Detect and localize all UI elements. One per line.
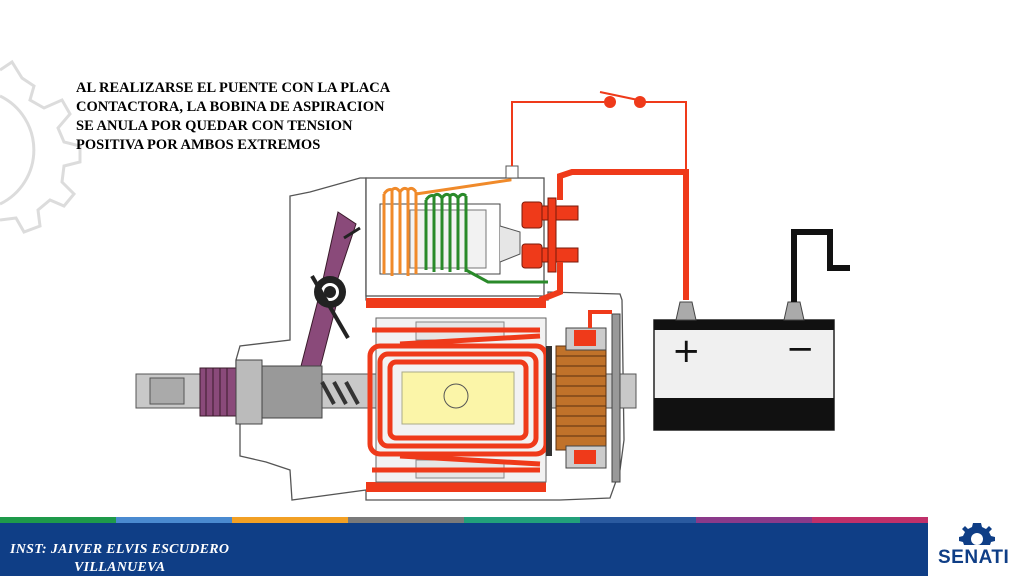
instructor-name: INST: JAIVER ELVIS ESCUDERO VILLANUEVA — [10, 541, 229, 577]
armature-field — [366, 298, 552, 492]
hold-in-coil — [424, 192, 548, 284]
switch-icon[interactable] — [599, 91, 646, 108]
solenoid — [379, 165, 548, 284]
caption-line: AL REALIZARSE EL PUENTE CON LA PLACA — [76, 80, 391, 96]
instructor-line-2: VILLANUEVA — [74, 560, 166, 575]
battery-negative-symbol: − — [786, 329, 815, 369]
caption-line: SE ANULA POR QUEDAR CON TENSION — [76, 118, 353, 134]
circuit-wiring — [511, 101, 689, 303]
senati-gear-icon — [959, 523, 995, 545]
contact-plate — [521, 197, 579, 273]
shift-lever — [299, 211, 361, 377]
battery-positive-symbol: + — [672, 331, 701, 371]
caption-text: AL REALIZARSE EL PUENTE CON LA PLACA CON… — [76, 79, 416, 155]
commutator — [555, 310, 621, 483]
caption-line: POSITIVA POR AMBOS EXTREMOS — [76, 137, 321, 153]
senati-logo — [930, 517, 1024, 576]
footer-blue-band: INST: JAIVER ELVIS ESCUDERO VILLANUEVA — [0, 523, 928, 576]
gear-watermark-icon — [0, 59, 82, 234]
footer-bar: INST: JAIVER ELVIS ESCUDERO VILLANUEVA S… — [0, 517, 1024, 576]
brand-text: SENATI — [938, 547, 1010, 568]
battery: + − — [653, 229, 850, 431]
instructor-line-1: INST: JAIVER ELVIS ESCUDERO — [10, 542, 230, 557]
color-stripe — [0, 517, 928, 523]
caption-line: CONTACTORA, LA BOBINA DE ASPIRACION — [76, 99, 385, 115]
